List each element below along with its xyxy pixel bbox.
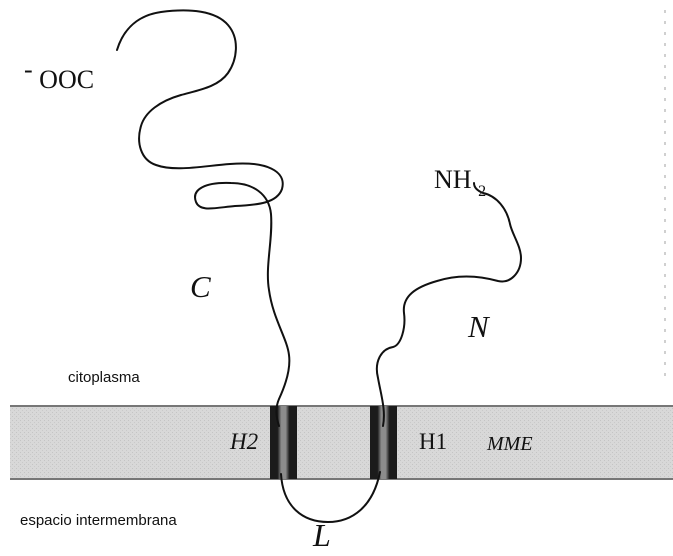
intermembrane-space-label: espacio intermembrana bbox=[20, 512, 177, 529]
membrane-label: MME bbox=[486, 433, 533, 455]
c-terminus-charge: - bbox=[24, 55, 33, 84]
membrane-band bbox=[10, 406, 673, 479]
n-terminus-subscript: 2 bbox=[478, 183, 486, 200]
n-domain-label: N bbox=[467, 309, 491, 344]
helix-2-label: H2 bbox=[229, 429, 258, 454]
n-terminus-main: NH bbox=[434, 165, 472, 194]
c-terminus-text: OOC bbox=[39, 65, 94, 94]
loop-label: L bbox=[312, 517, 331, 553]
cytoplasm-label: citoplasma bbox=[68, 369, 140, 386]
helix-1-label: H1 bbox=[419, 429, 447, 454]
c-domain-label: C bbox=[190, 269, 211, 304]
helix-2-segment bbox=[270, 406, 297, 479]
